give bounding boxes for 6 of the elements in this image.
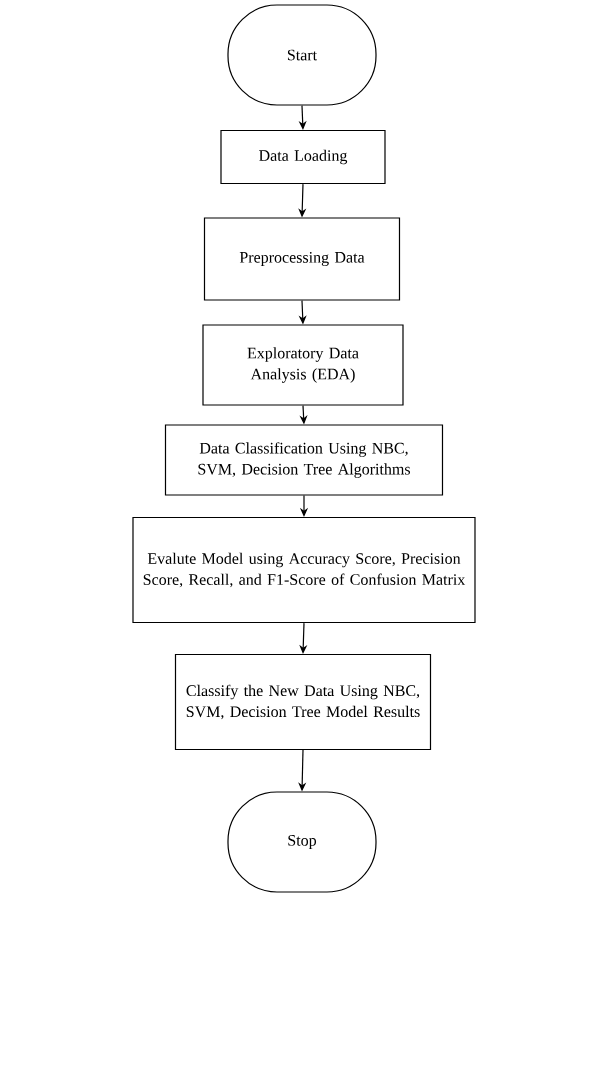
- process-box: Evalute Model using Accuracy Score, Precision Score, Recall, and F1-Score of Confusion Matrix: [132, 516, 476, 624]
- process-box: Exploratory Data Analysis (EDA): [202, 324, 404, 406]
- process-box: Data Classification Using NBC, SVM, Decision Tree Algorithms: [164, 424, 444, 496]
- process-box: Classify the New Data Using NBC, SVM, Decision Tree Model Results: [174, 653, 432, 751]
- process-box: Data Loading: [220, 129, 386, 185]
- process-box: Preprocessing Data: [203, 217, 401, 301]
